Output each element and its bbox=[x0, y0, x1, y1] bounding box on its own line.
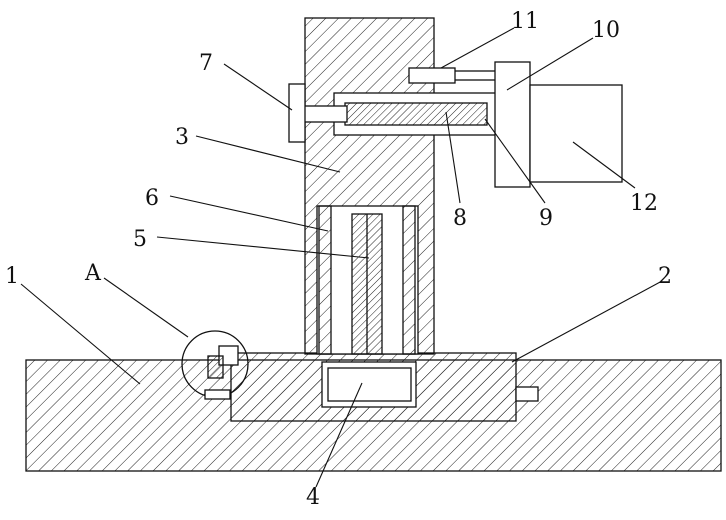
leader-6 bbox=[170, 196, 328, 231]
sensor-rod bbox=[452, 71, 496, 80]
leader-2 bbox=[512, 281, 662, 362]
label-3: 3 bbox=[175, 125, 189, 150]
guide-rail-left bbox=[319, 206, 331, 354]
label-9: 9 bbox=[539, 206, 553, 231]
leader-7 bbox=[224, 64, 292, 110]
motor-mount-plate bbox=[495, 62, 530, 187]
label-1: 1 bbox=[5, 264, 19, 289]
label-12: 12 bbox=[630, 191, 658, 216]
nut-body bbox=[328, 368, 411, 401]
sensor bbox=[409, 68, 455, 83]
label-2: 2 bbox=[658, 264, 672, 289]
detail-latch bbox=[205, 390, 230, 399]
label-a: A bbox=[84, 261, 102, 286]
label-10: 10 bbox=[592, 18, 620, 43]
leader-a bbox=[104, 278, 188, 337]
label-8: 8 bbox=[453, 206, 467, 231]
horizontal-screw bbox=[345, 103, 487, 125]
clamp-plate bbox=[289, 84, 305, 142]
label-4: 4 bbox=[306, 485, 320, 510]
label-7: 7 bbox=[199, 51, 213, 76]
label-5: 5 bbox=[133, 227, 147, 252]
label-11: 11 bbox=[511, 9, 539, 34]
block-pin bbox=[516, 387, 538, 401]
guide-rail-right bbox=[403, 206, 415, 354]
label-6: 6 bbox=[145, 186, 159, 211]
detail-clip bbox=[208, 356, 223, 378]
